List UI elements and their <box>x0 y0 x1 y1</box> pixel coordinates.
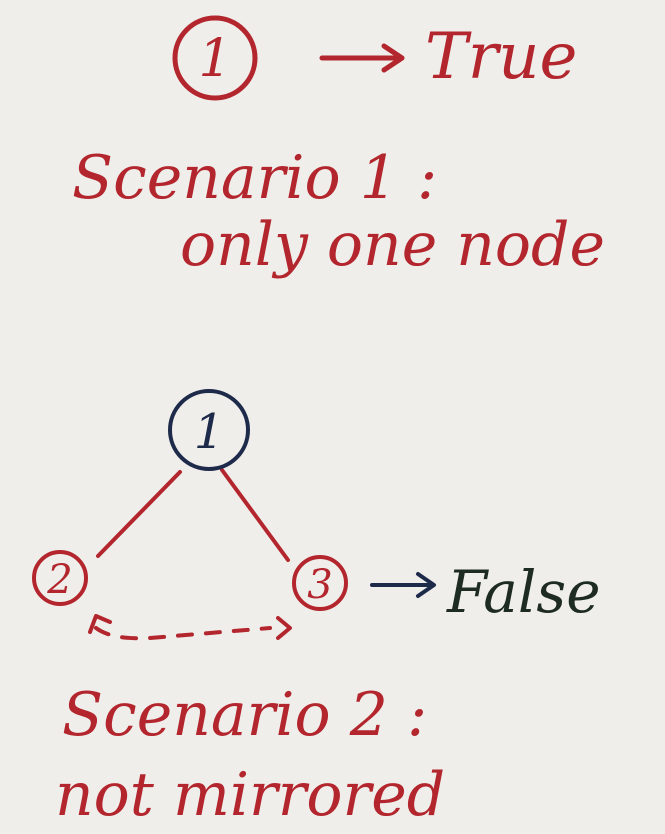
false-result-label: False <box>446 558 601 626</box>
single-node-circle <box>172 15 258 101</box>
scenario-2-description: not mirrored <box>55 760 445 830</box>
left-edge <box>96 470 182 558</box>
scenario-2-title: Scenario 2 : <box>62 680 427 750</box>
right-node-circle <box>292 555 348 611</box>
false-arrow <box>370 572 436 598</box>
comparison-dashed-arrow <box>88 614 292 641</box>
root-node-value: 1 <box>194 404 225 460</box>
true-arrow <box>319 43 405 73</box>
scenario-1-description: only one node <box>180 210 605 280</box>
single-node-value: 1 <box>198 29 231 89</box>
scenario-2-tree: 1 2 3 False <box>32 389 601 641</box>
true-result-label: True <box>425 20 577 94</box>
left-node-value: 2 <box>46 557 72 603</box>
scenario-1-title: Scenario 1 : <box>72 143 437 213</box>
root-node-circle <box>168 389 250 471</box>
left-node-circle <box>32 550 88 606</box>
right-edge <box>220 468 290 562</box>
scenario-2-captions: Scenario 2 : not mirrored <box>55 680 445 830</box>
scenario-1: 1 True Scenario 1 : only one node <box>72 15 605 280</box>
right-node-value: 3 <box>307 562 332 608</box>
